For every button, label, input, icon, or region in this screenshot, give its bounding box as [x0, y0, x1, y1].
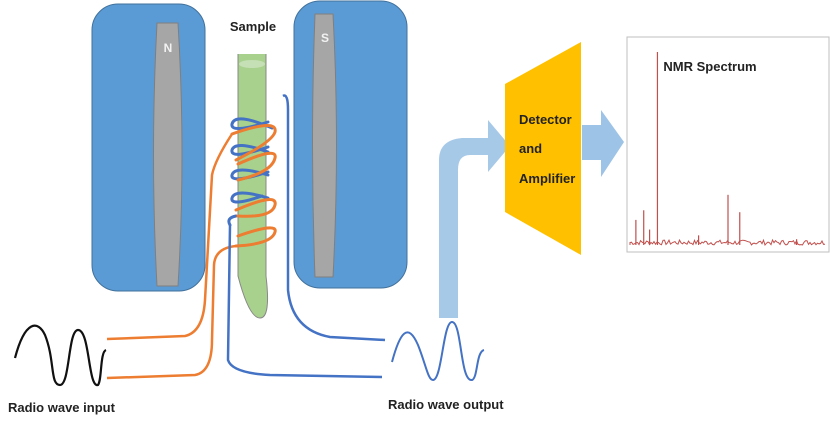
sample-label: Sample — [230, 19, 276, 34]
signal-arrow — [439, 120, 510, 318]
north-label: N — [164, 41, 173, 55]
magnet-north — [91, 3, 206, 292]
output-wires — [226, 94, 386, 379]
coil — [227, 117, 277, 248]
input-wave-icon — [13, 324, 107, 387]
output-label: Radio wave output — [388, 397, 504, 412]
south-label: S — [321, 31, 329, 45]
magnet-south — [293, 0, 408, 289]
input-label: Radio wave input — [8, 400, 116, 415]
spectrum-plot — [629, 52, 826, 247]
detector-label: Detector and Amplifier — [519, 112, 575, 186]
pole-north — [153, 22, 183, 287]
output-wave-icon — [391, 320, 485, 382]
pole-south — [312, 13, 337, 278]
spectrum-baseline — [629, 238, 826, 247]
output-arrow — [582, 110, 624, 177]
detector-amplifier — [505, 42, 581, 255]
sample-tube — [237, 54, 268, 319]
spectrum-title: NMR Spectrum — [663, 59, 756, 74]
input-wires — [106, 133, 237, 380]
tube-top — [239, 60, 265, 68]
